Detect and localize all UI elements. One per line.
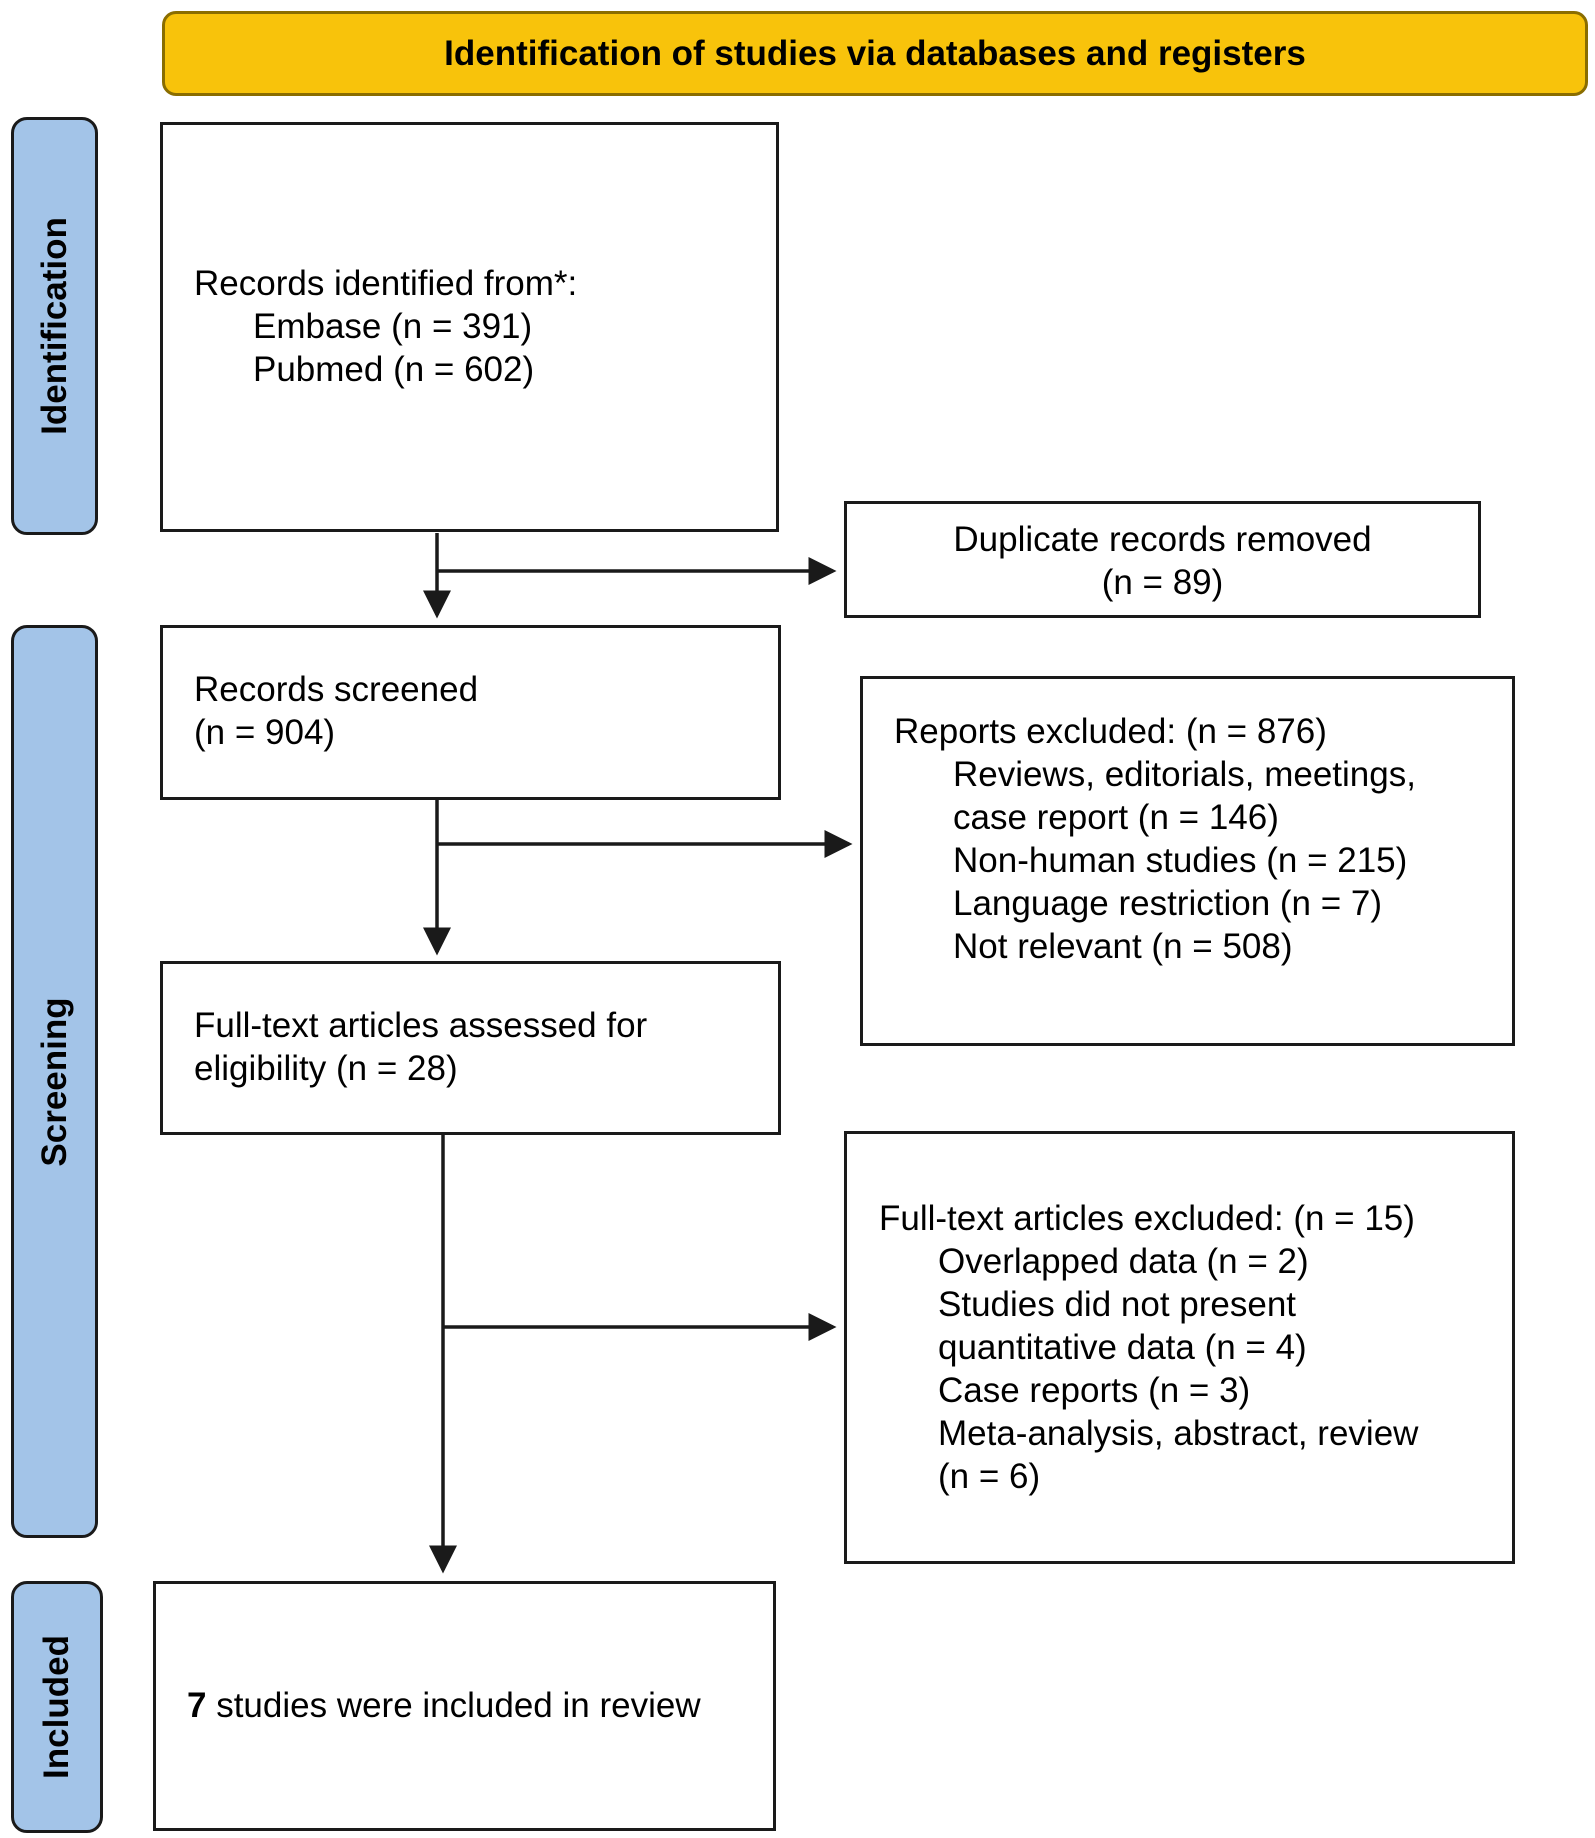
fulltext-assessed-text: Full-text articles assessed for eligibil… [194,1004,647,1090]
records-screened-text: Records screened (n = 904) [194,668,478,754]
fulltext-assessed-count: eligibility (n = 28) [194,1049,458,1088]
duplicates-removed-text: Duplicate records removed (n = 89) [844,518,1481,604]
fulltext-excluded-item: Case reports (n = 3) [938,1371,1251,1410]
stage-label-included: Included [37,1635,76,1779]
stage-label-screening: Screening [34,996,74,1167]
reports-excluded-text: Reports excluded: (n = 876) Reviews, edi… [894,710,1416,968]
fulltext-assessed-label: Full-text articles assessed for [194,1006,648,1045]
fulltext-excluded-item: quantitative data (n = 4) [938,1328,1307,1367]
stage-label-identification: Identification [34,217,74,435]
source-embase: Embase (n = 391) [253,307,533,346]
records-screened-box [160,625,781,800]
stage-tab-screening: Screening [11,625,98,1538]
fulltext-assessed-box [160,961,781,1135]
included-studies-box [153,1581,776,1831]
identification-banner: Identification of studies via databases … [162,11,1588,96]
duplicates-removed-label: Duplicate records removed [953,520,1372,559]
records-identified-text: Records identified from*: Embase (n = 39… [194,262,577,391]
banner-title: Identification of studies via databases … [444,33,1306,73]
stage-tab-identification: Identification [11,117,98,535]
fulltext-excluded-item: (n = 6) [938,1457,1041,1496]
fulltext-excluded-item: Overlapped data (n = 2) [938,1242,1309,1281]
included-label: studies were included in review [206,1686,701,1725]
included-count: 7 [187,1686,207,1725]
included-studies-text: 7 studies were included in review [187,1684,701,1727]
fulltext-excluded-heading: Full-text articles excluded: (n = 15) [879,1199,1415,1238]
source-pubmed: Pubmed (n = 602) [253,350,535,389]
reports-excluded-heading: Reports excluded: (n = 876) [894,712,1327,751]
fulltext-excluded-box [844,1131,1515,1564]
fulltext-excluded-text: Full-text articles excluded: (n = 15) Ov… [879,1197,1418,1498]
fulltext-excluded-item: Meta-analysis, abstract, review [938,1414,1419,1453]
reports-excluded-box [860,676,1515,1046]
duplicates-removed-box [844,501,1481,618]
records-screened-count: (n = 904) [194,713,336,752]
reports-excluded-item: case report (n = 146) [953,798,1279,837]
stage-tab-included: Included [11,1581,103,1833]
fulltext-excluded-item: Studies did not present [938,1285,1297,1324]
records-identified-box [160,122,779,532]
duplicates-removed-count: (n = 89) [1101,563,1224,602]
records-screened-label: Records screened [194,670,479,709]
reports-excluded-item: Non-human studies (n = 215) [953,841,1408,880]
records-identified-heading: Records identified from*: [194,264,578,303]
reports-excluded-item: Reviews, editorials, meetings, [953,755,1416,794]
reports-excluded-item: Language restriction (n = 7) [953,884,1383,923]
reports-excluded-item: Not relevant (n = 508) [953,927,1293,966]
